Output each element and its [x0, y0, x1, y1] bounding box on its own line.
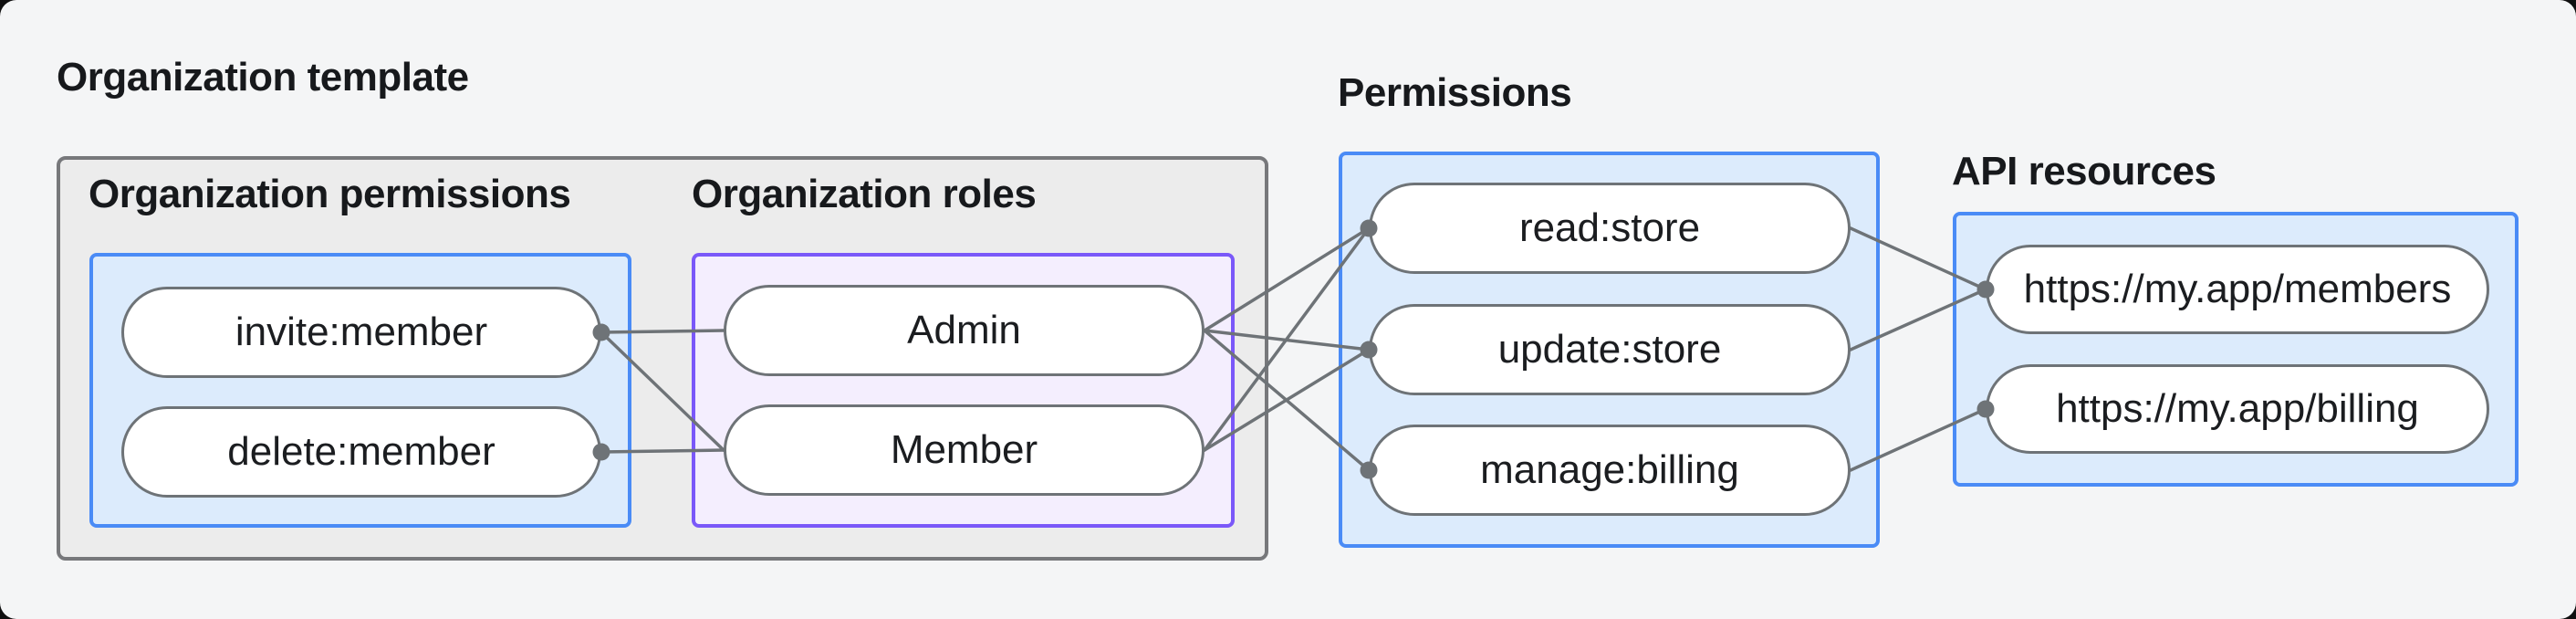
- node-manage-billing-permission: manage:billing: [1369, 425, 1851, 516]
- node-invite-member: invite:member: [121, 287, 601, 378]
- node-member-role: Member: [724, 404, 1205, 496]
- node-read-store-permission: read:store: [1369, 183, 1851, 274]
- diagram-title: Organization template: [57, 55, 469, 100]
- org-roles-heading: Organization roles: [692, 172, 1037, 216]
- node-billing-api-resource: https://my.app/billing: [1986, 364, 2489, 454]
- node-admin-role: Admin: [724, 285, 1205, 376]
- permissions-heading: Permissions: [1338, 70, 1572, 115]
- org-permissions-heading: Organization permissions: [89, 172, 571, 216]
- node-members-api-resource: https://my.app/members: [1986, 245, 2489, 334]
- api-resources-heading: API resources: [1952, 149, 2216, 194]
- node-delete-member: delete:member: [121, 406, 601, 498]
- node-update-store-permission: update:store: [1369, 304, 1851, 395]
